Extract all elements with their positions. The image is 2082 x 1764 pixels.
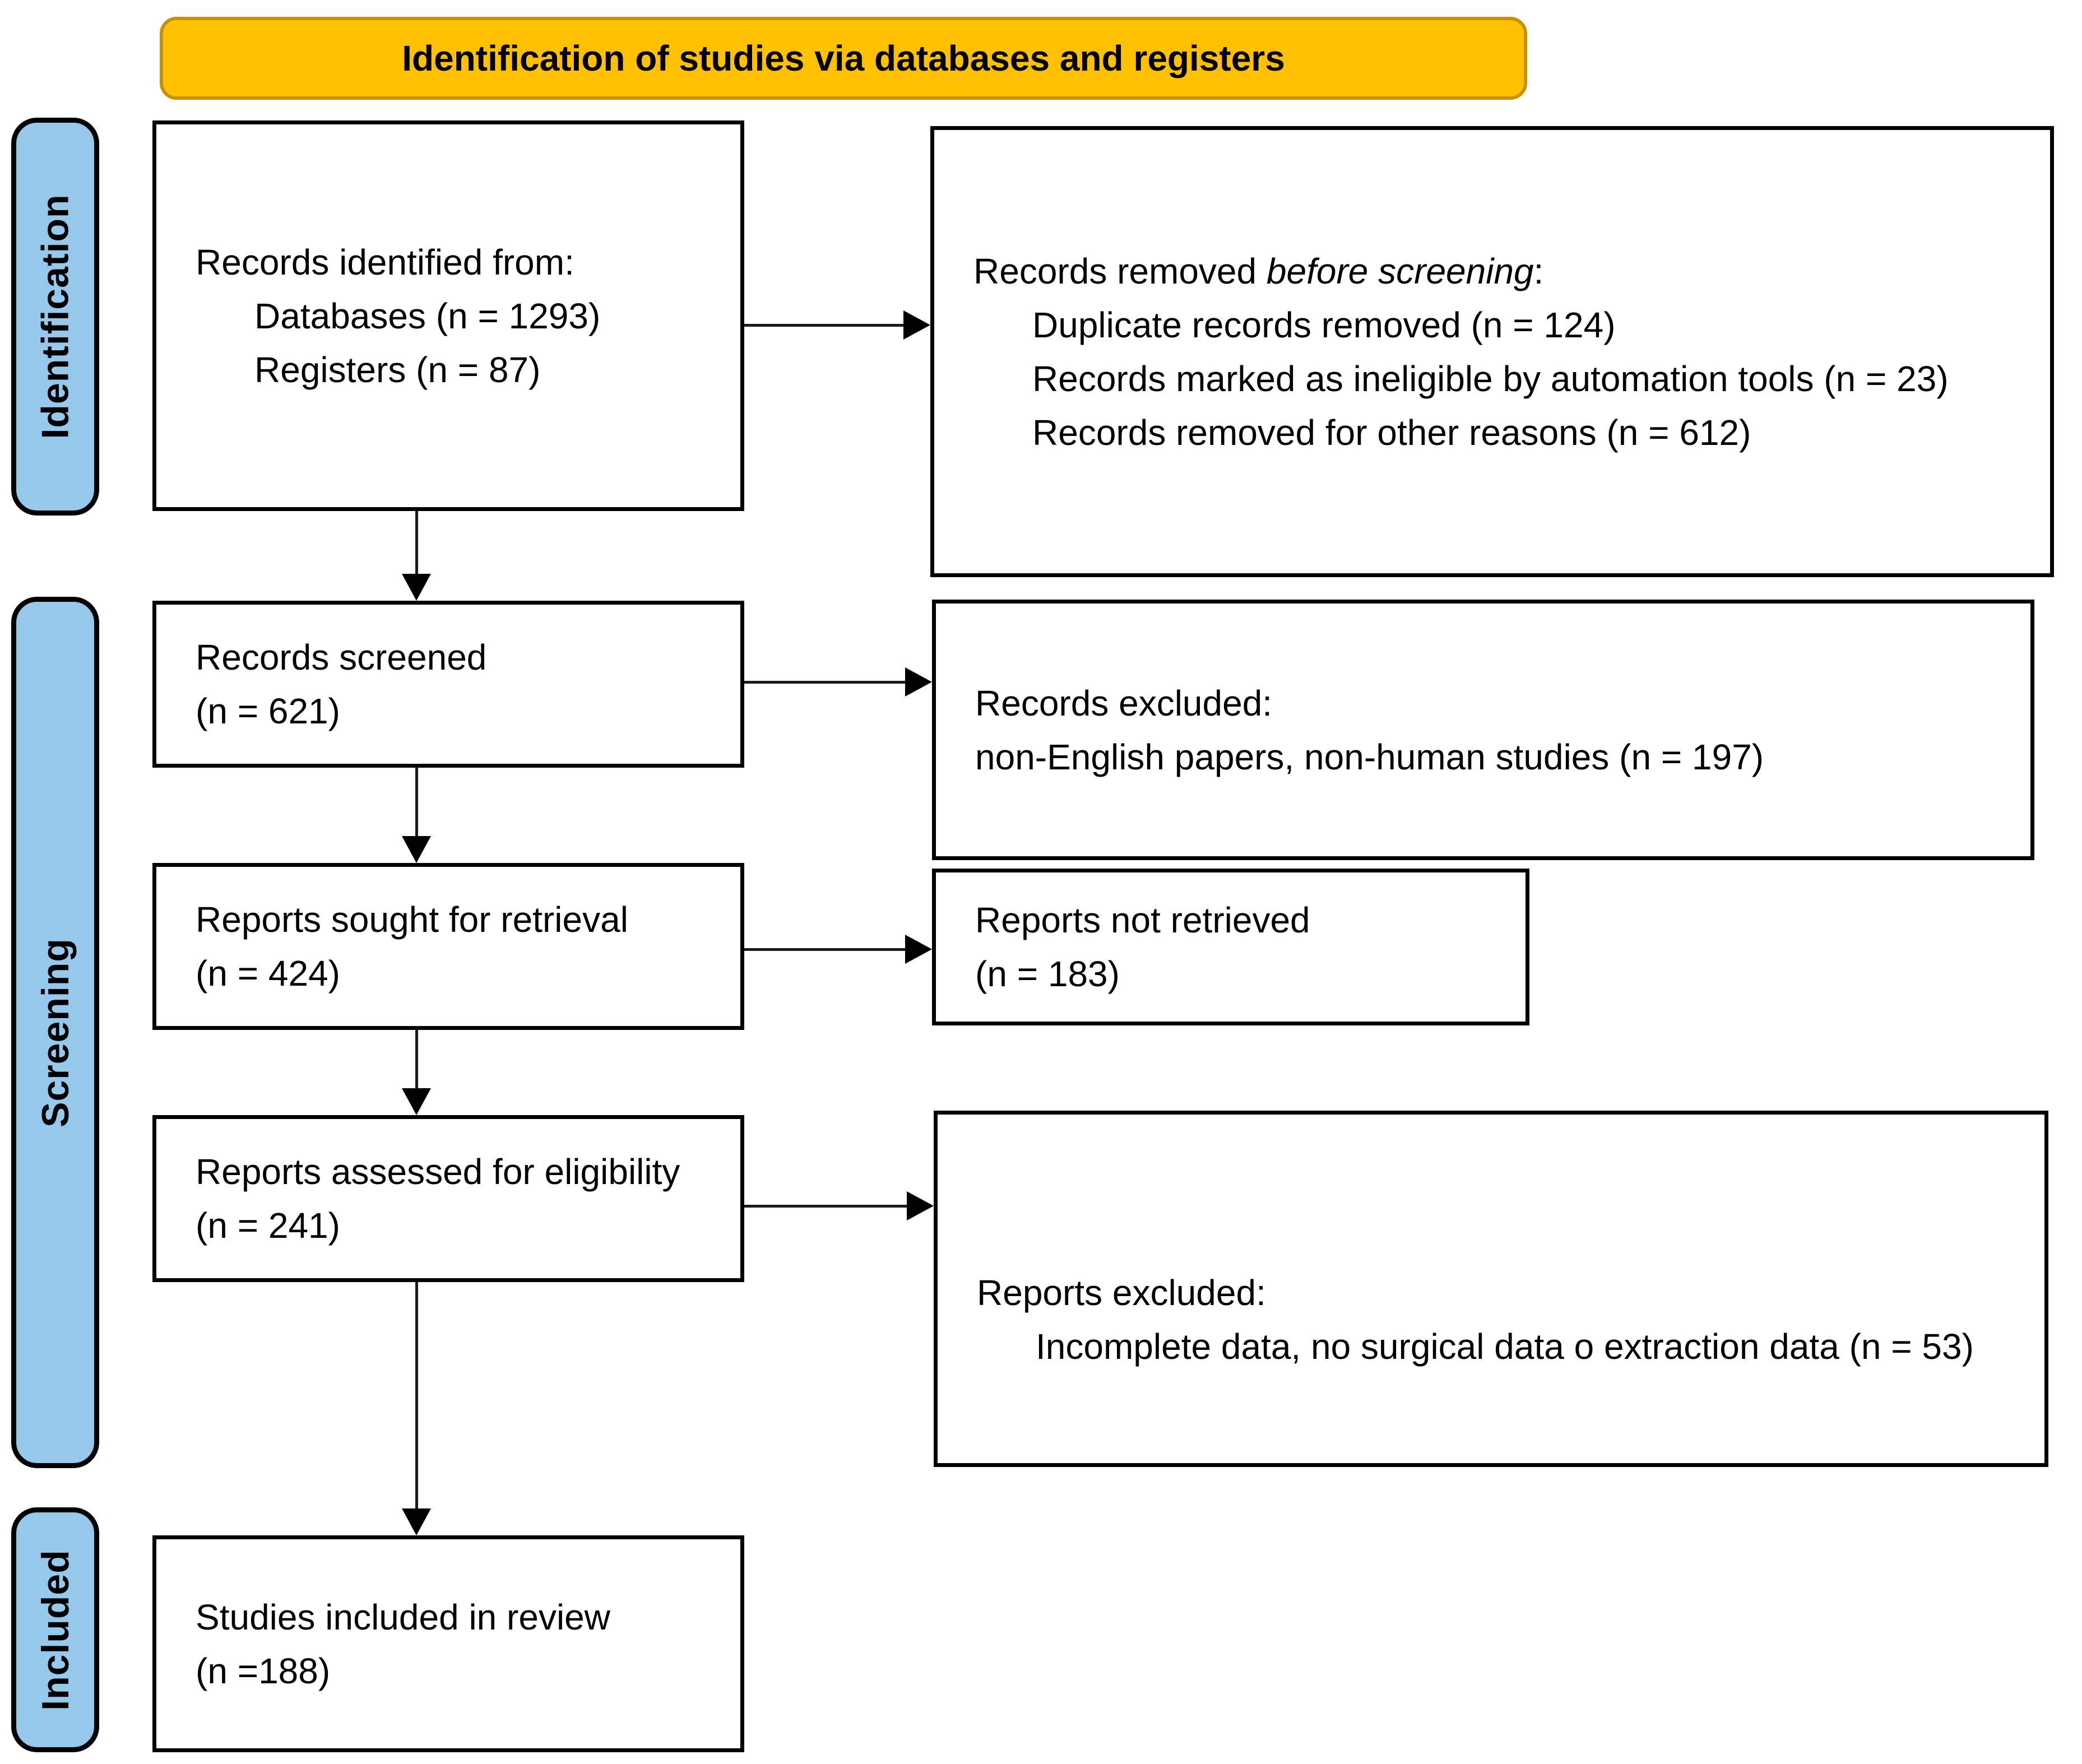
arrow-screened-to-sought xyxy=(402,768,431,863)
records-removed-automation: Records marked as ineligible by automati… xyxy=(1032,358,1949,399)
stage-label-included-text: Included xyxy=(34,1549,77,1711)
records-screened-count: (n = 621) xyxy=(196,691,340,731)
records-removed-heading-suffix: : xyxy=(1533,250,1544,291)
records-removed-duplicates: Duplicate records removed (n = 124) xyxy=(1032,304,1616,345)
records-removed-heading-italic: before screening xyxy=(1266,250,1534,291)
stage-label-screening: Screening xyxy=(11,597,99,1468)
box-records-removed: Records removed before screening: Duplic… xyxy=(930,126,2054,577)
arrow-identified-to-screened xyxy=(402,511,431,601)
diagram-title-banner: Identification of studies via databases … xyxy=(160,17,1527,100)
records-identified-registers: Registers (n = 87) xyxy=(254,349,541,390)
box-records-excluded: Records excluded: non-English papers, no… xyxy=(932,600,2034,860)
records-excluded-reason: non-English papers, non-human studies (n… xyxy=(975,736,1764,777)
box-reports-excluded: Reports excluded: Incomplete data, no su… xyxy=(934,1111,2048,1467)
reports-not-retrieved-heading: Reports not retrieved xyxy=(975,900,1310,940)
reports-sought-count: (n = 424) xyxy=(196,953,340,994)
stage-label-identification-text: Identification xyxy=(34,194,77,439)
reports-sought-heading: Reports sought for retrieval xyxy=(196,899,628,940)
box-records-screened: Records screened (n = 621) xyxy=(152,601,744,768)
box-studies-included: Studies included in review (n =188) xyxy=(152,1535,744,1752)
arrow-assessed-to-excluded xyxy=(744,1191,934,1220)
arrow-assessed-to-included xyxy=(402,1282,431,1535)
stage-label-identification: Identification xyxy=(11,118,99,516)
records-removed-heading: Records removed before screening: xyxy=(973,244,2016,298)
arrow-screened-to-excluded xyxy=(744,667,932,697)
box-records-identified: Records identified from: Databases (n = … xyxy=(152,120,744,511)
arrow-sought-to-assessed xyxy=(402,1030,431,1115)
reports-not-retrieved-count: (n = 183) xyxy=(975,954,1120,994)
records-identified-heading: Records identified from: xyxy=(196,242,574,282)
studies-included-heading: Studies included in review xyxy=(196,1596,610,1637)
studies-included-count: (n =188) xyxy=(196,1650,331,1691)
diagram-title: Identification of studies via databases … xyxy=(402,38,1285,78)
records-excluded-heading: Records excluded: xyxy=(975,683,1273,723)
records-removed-other: Records removed for other reasons (n = 6… xyxy=(1032,412,1751,453)
records-screened-heading: Records screened xyxy=(196,637,487,677)
stage-label-screening-text: Screening xyxy=(34,937,77,1127)
reports-excluded-heading: Reports excluded: xyxy=(977,1273,1266,1313)
arrow-sought-to-not-retrieved xyxy=(744,935,932,964)
reports-assessed-heading: Reports assessed for eligibility xyxy=(196,1152,680,1192)
stage-label-included: Included xyxy=(11,1507,99,1752)
box-reports-not-retrieved: Reports not retrieved (n = 183) xyxy=(932,869,1529,1025)
arrow-identified-to-removed xyxy=(744,310,930,340)
records-identified-databases: Databases (n = 1293) xyxy=(254,295,601,336)
reports-excluded-reason: Incomplete data, no surgical data o extr… xyxy=(1036,1326,1974,1367)
box-reports-assessed: Reports assessed for eligibility (n = 24… xyxy=(152,1115,744,1282)
reports-assessed-count: (n = 241) xyxy=(196,1205,340,1246)
box-reports-sought: Reports sought for retrieval (n = 424) xyxy=(152,863,744,1030)
records-removed-heading-prefix: Records removed xyxy=(973,250,1267,291)
